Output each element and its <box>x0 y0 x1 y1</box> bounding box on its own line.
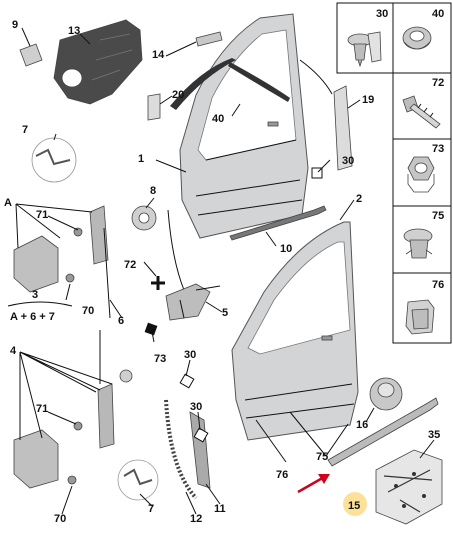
callout-73: 73 <box>154 353 166 365</box>
grommet-8 <box>131 205 157 231</box>
wiring-harness-35 <box>375 449 443 525</box>
callout-76: 76 <box>276 469 288 481</box>
highlight-arrow <box>297 474 330 494</box>
callout-19: 19 <box>362 94 374 106</box>
highlight-badge-15 <box>343 492 367 516</box>
molding-strip-15 <box>327 397 439 467</box>
fastener-73-square <box>144 322 158 336</box>
callout-75: 75 <box>316 451 328 463</box>
callout-13: 13 <box>68 25 80 37</box>
callout-11: 11 <box>214 503 226 515</box>
front-door-shell <box>179 13 309 239</box>
callout-30-mid: 30 <box>184 349 196 361</box>
callout-9: 9 <box>12 19 18 31</box>
callout-A: A <box>4 197 12 209</box>
callout-15: 15 <box>348 500 360 512</box>
grommet-40-icon <box>402 26 432 50</box>
grommet-16 <box>369 377 403 411</box>
panel-label-40: 40 <box>432 8 444 20</box>
callout-30-upper: 30 <box>342 155 354 167</box>
formula-brace <box>7 301 73 307</box>
window-channel-seal <box>170 58 236 110</box>
clip-30-icon <box>347 31 382 68</box>
clip-75-icon <box>403 228 433 259</box>
callout-16: 16 <box>356 419 368 431</box>
callout-7-upper: 7 <box>22 124 28 136</box>
callout-35: 35 <box>428 429 440 441</box>
fastener-panel: 30 40 72 73 75 76 <box>336 2 452 344</box>
panel-cell-72 <box>392 72 452 140</box>
callout-10: 10 <box>280 243 292 255</box>
fastener-72-plus <box>151 276 165 290</box>
fastener-30-box-b <box>179 373 195 389</box>
hex-nut-73-icon <box>407 156 435 193</box>
callout-5: 5 <box>222 307 228 319</box>
callout-14: 14 <box>152 49 165 61</box>
leader-lines <box>15 27 435 515</box>
speaker-panel-13 <box>53 19 143 105</box>
glass-run-seal <box>228 62 290 102</box>
callout-7-lower: 7 <box>148 503 154 515</box>
clip-76-icon <box>405 299 435 335</box>
clip-14 <box>195 31 223 47</box>
door-check-5 <box>165 283 221 321</box>
callout-labels: 9 13 14 20 40 19 1 30 2 10 7 8 A 71 72 3… <box>4 19 440 525</box>
trim-20 <box>147 93 161 121</box>
callout-72: 72 <box>124 259 136 271</box>
panel-label-75: 75 <box>432 210 444 222</box>
callout-6: 6 <box>118 315 124 327</box>
door-frame-seal <box>299 59 333 95</box>
wiring-channel-12 <box>164 399 198 500</box>
screw-72-icon <box>402 95 441 129</box>
callout-3: 3 <box>32 289 38 301</box>
trim-19 <box>333 85 353 171</box>
callout-1: 1 <box>138 153 144 165</box>
callout-20: 20 <box>172 89 184 101</box>
fastener-30-box-a <box>311 167 323 179</box>
callout-70-lower: 70 <box>54 513 66 525</box>
hinge-assembly-lower <box>13 330 133 489</box>
lower-seal <box>167 209 185 291</box>
callout-70-upper: 70 <box>82 305 94 317</box>
door-seal-10 <box>229 205 327 241</box>
hinge-assembly-upper <box>13 205 111 319</box>
pad-9 <box>19 43 43 67</box>
callout-4: 4 <box>10 345 17 357</box>
callout-12: 12 <box>190 513 202 525</box>
panel-label-76: 76 <box>432 279 444 291</box>
callout-30-low: 30 <box>190 401 202 413</box>
formula-A-6-7: A + 6 + 7 <box>10 311 55 323</box>
panel-label-30: 30 <box>376 8 388 20</box>
seal-11 <box>189 411 211 489</box>
panel-label-73: 73 <box>432 143 444 155</box>
detail-circle-7-upper <box>31 137 77 183</box>
callout-40: 40 <box>212 113 224 125</box>
rear-door-shell <box>231 221 359 441</box>
fastener-30-box-c <box>193 427 209 443</box>
callout-8: 8 <box>150 185 156 197</box>
callout-71-lower: 71 <box>36 403 48 415</box>
panel-label-72: 72 <box>432 77 444 89</box>
callout-2: 2 <box>356 193 362 205</box>
callout-71-upper: 71 <box>36 209 48 221</box>
